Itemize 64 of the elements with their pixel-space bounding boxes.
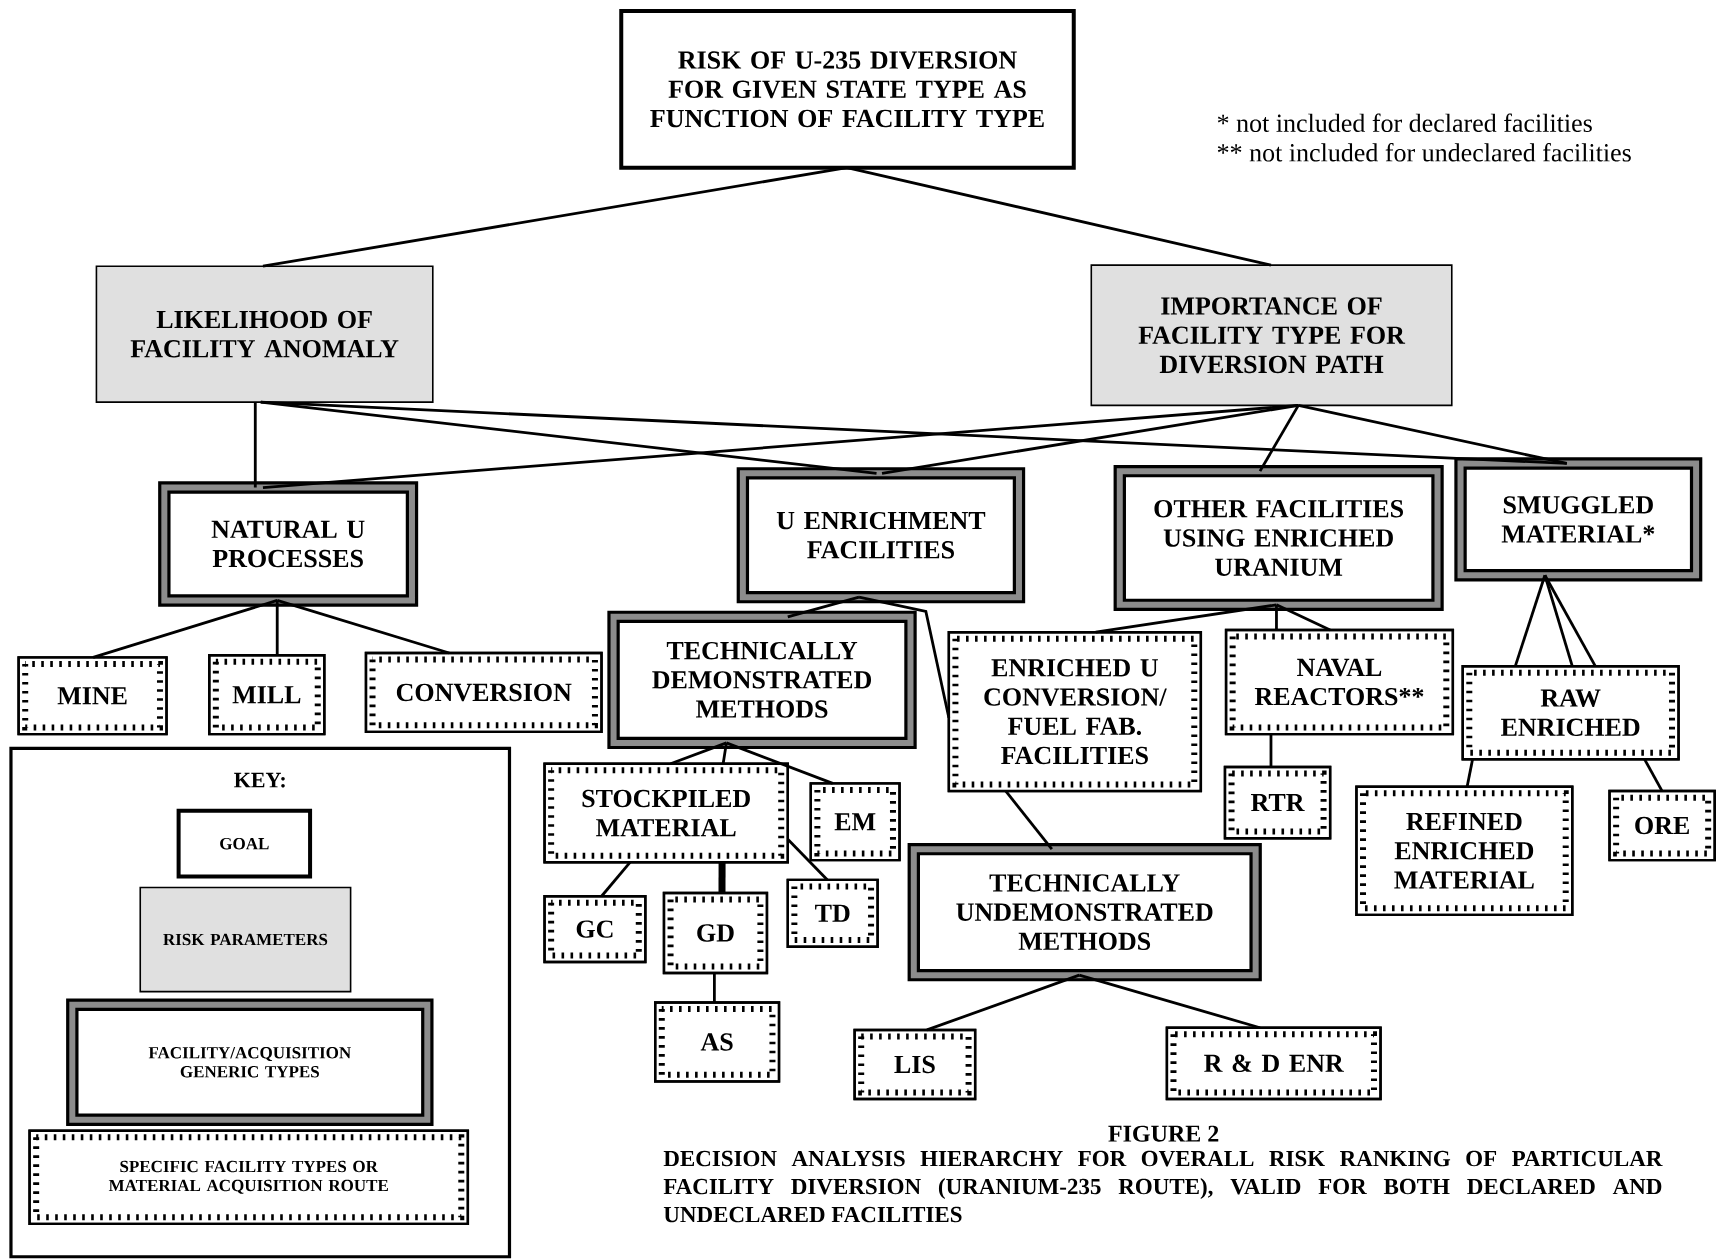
- connector-line: [846, 166, 1272, 267]
- connector-line: [1514, 574, 1547, 667]
- connector-line: [718, 862, 726, 893]
- specific-type-box: RAW ENRICHED: [1461, 665, 1680, 761]
- connector-line: [926, 973, 1080, 1032]
- connector-line: [1543, 574, 1574, 667]
- connector-line: [1275, 603, 1331, 632]
- connector-line: [1465, 759, 1474, 787]
- specific-type-box: GC: [543, 895, 647, 964]
- connector-line: [1078, 973, 1261, 1030]
- specific-type-box: MILL: [208, 654, 326, 736]
- specific-type-box: R & D ENR: [1165, 1026, 1382, 1101]
- connector-line: [786, 838, 829, 881]
- specific-type-box: MINE: [17, 656, 168, 736]
- connector-line: [253, 402, 257, 488]
- specific-type-box: ORE: [1608, 789, 1716, 862]
- connector-line: [1258, 404, 1300, 472]
- specific-type-box: ENRICHED U CONVERSION/ FUEL FAB. FACILITIES: [947, 631, 1203, 793]
- goal-box: GOAL: [176, 808, 313, 879]
- footnote: * not included for declared facilities: [1217, 113, 1592, 133]
- connector-line: [1269, 734, 1273, 767]
- figure-number: FIGURE 2: [1108, 1125, 1219, 1142]
- connector-line: [1298, 404, 1568, 465]
- generic-type-box: FACILITY/ACQUISITION GENERIC TYPES: [66, 998, 434, 1126]
- specific-type-box: TD: [786, 878, 879, 948]
- generic-type-box: SMUGGLED MATERIAL*: [1454, 457, 1703, 582]
- specific-type-box: RTR: [1223, 765, 1332, 840]
- generic-type-box: U ENRICHMENT FACILITIES: [736, 467, 1026, 604]
- specific-type-box: STOCKPILED MATERIAL: [543, 762, 789, 864]
- connector-line: [275, 600, 279, 656]
- connector-line: [1275, 604, 1278, 631]
- generic-type-box: TECHNICALLY DEMONSTRATED METHODS: [607, 610, 917, 750]
- generic-type-box: OTHER FACILITIES USING ENRICHED URANIUM: [1113, 465, 1444, 612]
- connector-line: [721, 742, 728, 764]
- connector-line: [881, 404, 1299, 475]
- connector-line: [670, 741, 727, 766]
- footnote: ** not included for undeclared facilities: [1217, 143, 1631, 162]
- connector-line: [600, 861, 632, 898]
- specific-type-box: EM: [809, 782, 901, 862]
- specific-type-box: GD: [662, 891, 769, 975]
- connector-line: [858, 595, 951, 718]
- specific-type-box: REFINED ENRICHED MATERIAL: [1355, 785, 1574, 917]
- specific-type-box: LIS: [853, 1028, 977, 1101]
- connector-line: [787, 595, 860, 619]
- connector-line: [262, 166, 848, 268]
- figure-caption: DECISION ANALYSIS HIERARCHY FOR OVERALL RISK RANKING OF PARTICULAR FACILITY DIVERSION (URANIUM-235 ROUTE), VALID FOR BOTH DECLARED AND UNDECLARED FACILITIES: [663, 1150, 1663, 1223]
- connector-line: [1004, 790, 1053, 851]
- goal-box: RISK OF U-235 DIVERSION FOR GIVEN STATE TYPE AS FUNCTION OF FACILITY TYPE: [619, 9, 1076, 170]
- parameter-box: IMPORTANCE OF FACILITY TYPE FOR DIVERSION PATH: [1090, 264, 1453, 407]
- specific-type-box: NAVAL REACTORS**: [1224, 628, 1455, 736]
- parameter-box: LIKELIHOOD OF FACILITY ANOMALY: [95, 265, 434, 403]
- connector-line: [1643, 758, 1664, 792]
- connector-line: [725, 741, 834, 785]
- connector-line: [1543, 574, 1597, 667]
- connector-line: [92, 599, 278, 659]
- parameter-box: RISK PARAMETERS: [139, 886, 352, 993]
- specific-type-box: SPECIFIC FACILITY TYPES OR MATERIAL ACQUISITION ROUTE: [28, 1129, 470, 1226]
- specific-type-box: AS: [654, 1001, 781, 1083]
- generic-type-box: TECHNICALLY UNDEMONSTRATED METHODS: [907, 843, 1262, 982]
- generic-type-box: NATURAL U PROCESSES: [158, 481, 419, 607]
- specific-type-box: CONVERSION: [364, 651, 603, 734]
- connector-line: [712, 973, 716, 1003]
- connector-line: [260, 400, 1567, 465]
- connector-line: [276, 599, 450, 655]
